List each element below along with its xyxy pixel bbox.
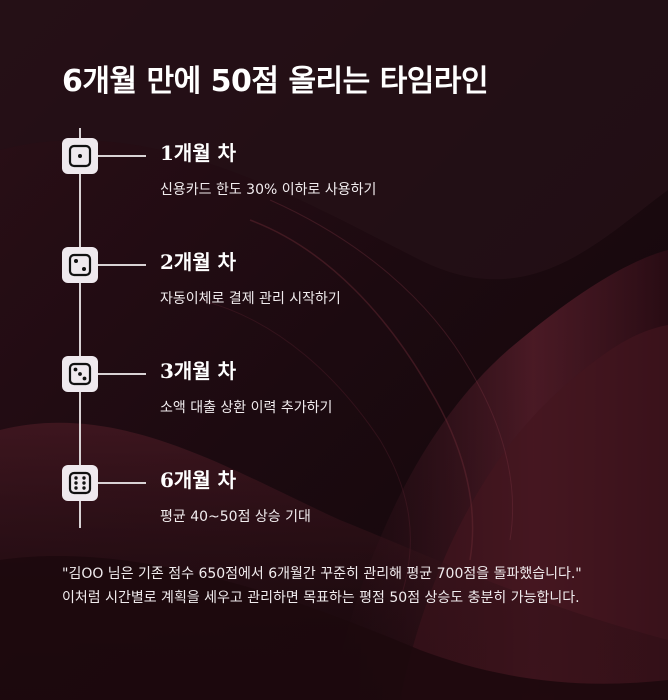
timeline-step-month-3: 3개월 차 소액 대출 상환 이력 추가하기 xyxy=(62,346,582,426)
dice-one-icon xyxy=(62,138,98,174)
timeline-connector xyxy=(98,482,146,484)
step-description: 소액 대출 상환 이력 추가하기 xyxy=(160,400,333,416)
timeline-line xyxy=(79,128,81,528)
step-title: 6개월 차 xyxy=(160,468,237,492)
timeline-step-month-6: 6개월 차 평균 40~50점 상승 기대 xyxy=(62,455,582,535)
timeline-connector xyxy=(98,264,146,266)
timeline-connector xyxy=(98,155,146,157)
dice-two-icon xyxy=(62,247,98,283)
step-title: 1개월 차 xyxy=(160,141,237,165)
testimonial-quote: "김OO 님은 기존 점수 650점에서 6개월간 꾸준히 관리해 평균 700… xyxy=(62,566,582,606)
timeline-connector xyxy=(98,373,146,375)
step-description: 신용카드 한도 30% 이하로 사용하기 xyxy=(160,182,377,198)
dice-six-icon xyxy=(62,465,98,501)
step-title: 2개월 차 xyxy=(160,250,237,274)
step-description: 평균 40~50점 상승 기대 xyxy=(160,509,311,525)
step-description: 자동이체로 결제 관리 시작하기 xyxy=(160,291,341,307)
step-title: 3개월 차 xyxy=(160,359,237,383)
timeline-step-month-2: 2개월 차 자동이체로 결제 관리 시작하기 xyxy=(62,237,582,317)
dice-three-icon xyxy=(62,356,98,392)
timeline-step-month-1: 1개월 차 신용카드 한도 30% 이하로 사용하기 xyxy=(62,128,582,208)
page-title: 6개월 만에 50점 올리는 타임라인 xyxy=(62,64,489,99)
